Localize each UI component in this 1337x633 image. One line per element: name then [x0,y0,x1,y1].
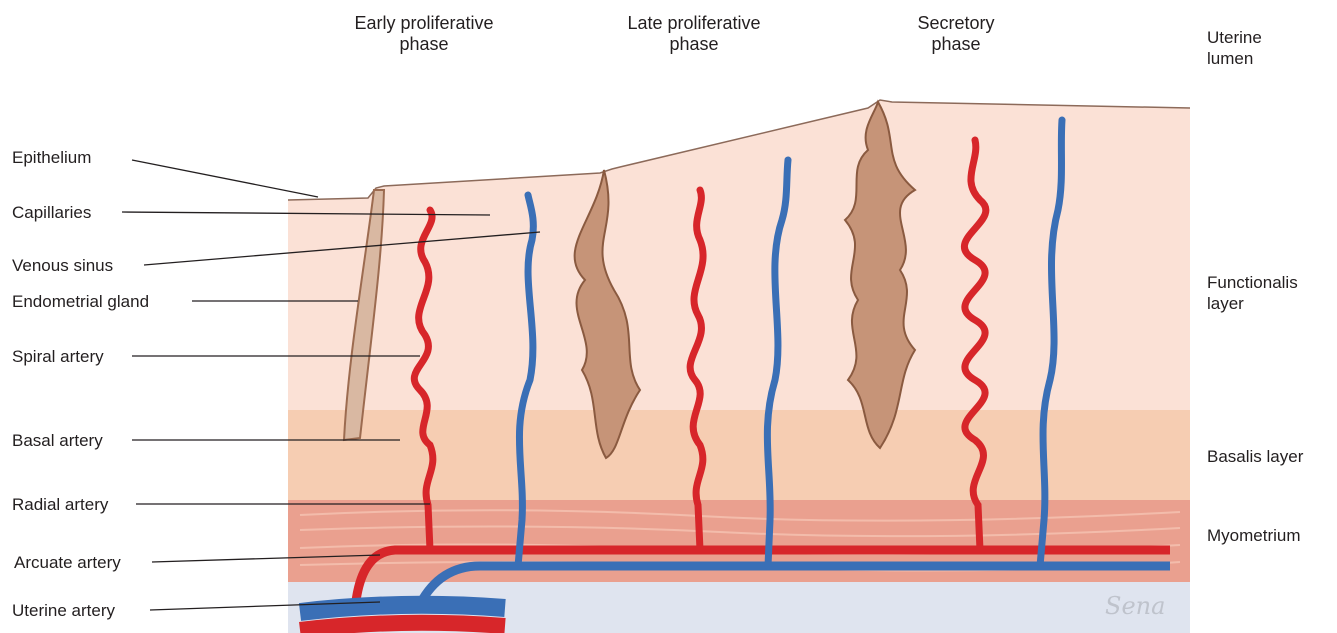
label-epithelium: Epithelium [12,147,91,168]
label-venous-sinus: Venous sinus [12,255,113,276]
label-uterine-artery: Uterine artery [12,600,115,621]
label-basal-artery: Basal artery [12,430,103,451]
header-early-proliferative: Early proliferative phase [354,13,493,55]
label-capillaries: Capillaries [12,202,91,223]
label-uterine-lumen: Uterine lumen [1207,27,1262,69]
label-radial-artery: Radial artery [12,494,108,515]
label-functionalis-layer: Functionalis layer [1207,272,1298,314]
label-myometrium: Myometrium [1207,525,1301,546]
label-arcuate-artery: Arcuate artery [14,552,121,573]
label-spiral-artery: Spiral artery [12,346,104,367]
uterine-artery-path [300,623,505,630]
header-late-proliferative: Late proliferative phase [627,13,760,55]
label-endometrial-gland: Endometrial gland [12,291,149,312]
header-secretory: Secretory phase [917,13,994,55]
label-basalis-layer: Basalis layer [1207,446,1303,467]
artist-signature: Sena [1105,596,1165,617]
uterine-vessels [300,605,505,612]
